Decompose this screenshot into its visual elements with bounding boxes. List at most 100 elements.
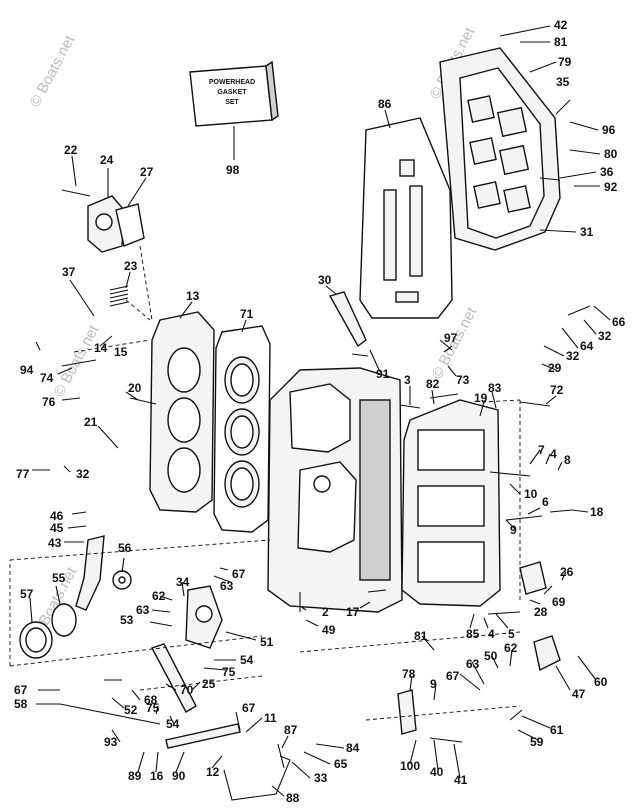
callout-76: 76 — [42, 395, 56, 409]
callout-15: 15 — [114, 345, 128, 359]
callout-57: 57 — [20, 587, 34, 601]
sensor-28 — [519, 561, 547, 595]
callout-67-upper: 67 — [232, 567, 246, 581]
callout-77: 77 — [16, 467, 30, 481]
callout-49: 49 — [322, 623, 336, 637]
callout-27: 27 — [140, 165, 154, 179]
callout-82: 82 — [426, 377, 440, 391]
callout-16: 16 — [150, 769, 164, 783]
callout-54-lower: 54 — [166, 717, 180, 731]
exhaust-cover-plate — [439, 47, 561, 251]
callout-90: 90 — [172, 769, 186, 783]
bolts — [61, 99, 591, 743]
link-87 — [277, 743, 285, 769]
callout-85: 85 — [466, 627, 480, 641]
callout-78: 78 — [402, 667, 416, 681]
callout-41: 41 — [454, 773, 468, 787]
callout-67-lower: 67 — [242, 701, 256, 715]
callout-89: 89 — [128, 769, 142, 783]
throttle-link-25 — [150, 643, 197, 713]
callout-18: 18 — [590, 505, 604, 519]
timing-plate-51 — [185, 585, 223, 649]
callout-60: 60 — [594, 675, 608, 689]
thermostat-cover — [87, 195, 145, 253]
callout-92: 92 — [604, 180, 618, 194]
callout-29: 29 — [548, 361, 562, 375]
cylinder-head-cover — [149, 311, 215, 513]
crankcase-half — [401, 399, 501, 607]
callout-10: 10 — [524, 487, 538, 501]
exhaust-cover-gasket — [359, 117, 453, 319]
callout-13: 13 — [186, 289, 200, 303]
callout-47: 47 — [572, 687, 586, 701]
callout-43: 43 — [48, 536, 62, 550]
callout-71: 71 — [240, 307, 254, 321]
callout-34: 34 — [176, 575, 190, 589]
callout-32-upper: 32 — [598, 329, 612, 343]
connecting-rod-78 — [397, 689, 417, 735]
callout-26: 26 — [560, 565, 574, 579]
callout-4-upper: 4 — [550, 447, 557, 461]
callout-74: 74 — [40, 371, 54, 385]
callout-75-upper: 75 — [222, 665, 236, 679]
callout-69: 69 — [552, 595, 566, 609]
callout-4-lower: 4 — [488, 627, 495, 641]
callout-97: 97 — [444, 331, 458, 345]
callout-65: 65 — [334, 757, 348, 771]
callout-11: 11 — [264, 711, 277, 725]
callout-67-right: 67 — [446, 669, 460, 683]
callout-68: 68 — [144, 693, 158, 707]
callout-2: 2 — [322, 605, 329, 619]
callout-70: 70 — [180, 683, 194, 697]
callout-5: 5 — [508, 627, 515, 641]
gasket-set-line2: GASKET — [217, 89, 247, 96]
ring-55 — [51, 603, 77, 637]
callout-56: 56 — [118, 541, 132, 555]
spring-23 — [109, 285, 129, 307]
callout-37: 37 — [62, 265, 76, 279]
callout-51: 51 — [260, 635, 274, 649]
callout-21: 21 — [84, 415, 98, 429]
callout-54-upper: 54 — [240, 653, 254, 667]
throttle-arm-43 — [75, 535, 105, 611]
callout-30: 30 — [318, 273, 332, 287]
callout-88: 88 — [286, 791, 300, 805]
callout-33: 33 — [314, 771, 328, 785]
linkage-bar-90 — [165, 723, 241, 749]
callout-36: 36 — [600, 165, 614, 179]
callout-58: 58 — [14, 697, 28, 711]
callout-46: 46 — [50, 509, 64, 523]
callout-23: 23 — [124, 259, 138, 273]
callout-63-upper: 63 — [220, 579, 234, 593]
callout-100: 100 — [400, 759, 420, 773]
callout-50: 50 — [484, 649, 498, 663]
rod-88 — [223, 755, 291, 801]
callout-22: 22 — [64, 143, 78, 157]
washer-56 — [112, 570, 132, 590]
lever-30 — [328, 291, 367, 348]
callout-32-left: 32 — [76, 467, 90, 481]
callout-75-lower: 75 — [146, 701, 160, 715]
callout-86: 86 — [378, 97, 392, 111]
cylinder-block — [267, 367, 403, 613]
callout-17: 17 — [346, 605, 360, 619]
callout-79: 79 — [558, 55, 572, 69]
head-gasket — [213, 325, 271, 533]
gasket-set-box: POWERHEAD GASKET SET — [189, 60, 279, 127]
callout-32-middle: 32 — [566, 349, 580, 363]
callout-72: 72 — [550, 383, 564, 397]
callout-59: 59 — [530, 735, 544, 749]
gasket-set-line3: SET — [225, 99, 239, 106]
callout-80: 80 — [604, 147, 618, 161]
callout-84: 84 — [346, 741, 360, 755]
callout-numbers: 42 81 79 35 96 80 36 92 31 86 98 22 24 2… — [14, 18, 626, 805]
fuel-pump-47 — [533, 635, 561, 672]
callout-20: 20 — [128, 381, 142, 395]
watermark-left-top: © Boats.net — [27, 32, 79, 110]
callout-53: 53 — [120, 613, 134, 627]
callout-93: 93 — [104, 735, 118, 749]
callout-14: 14 — [94, 341, 108, 355]
callout-40: 40 — [430, 765, 444, 779]
callout-9-lower: 9 — [430, 677, 437, 691]
